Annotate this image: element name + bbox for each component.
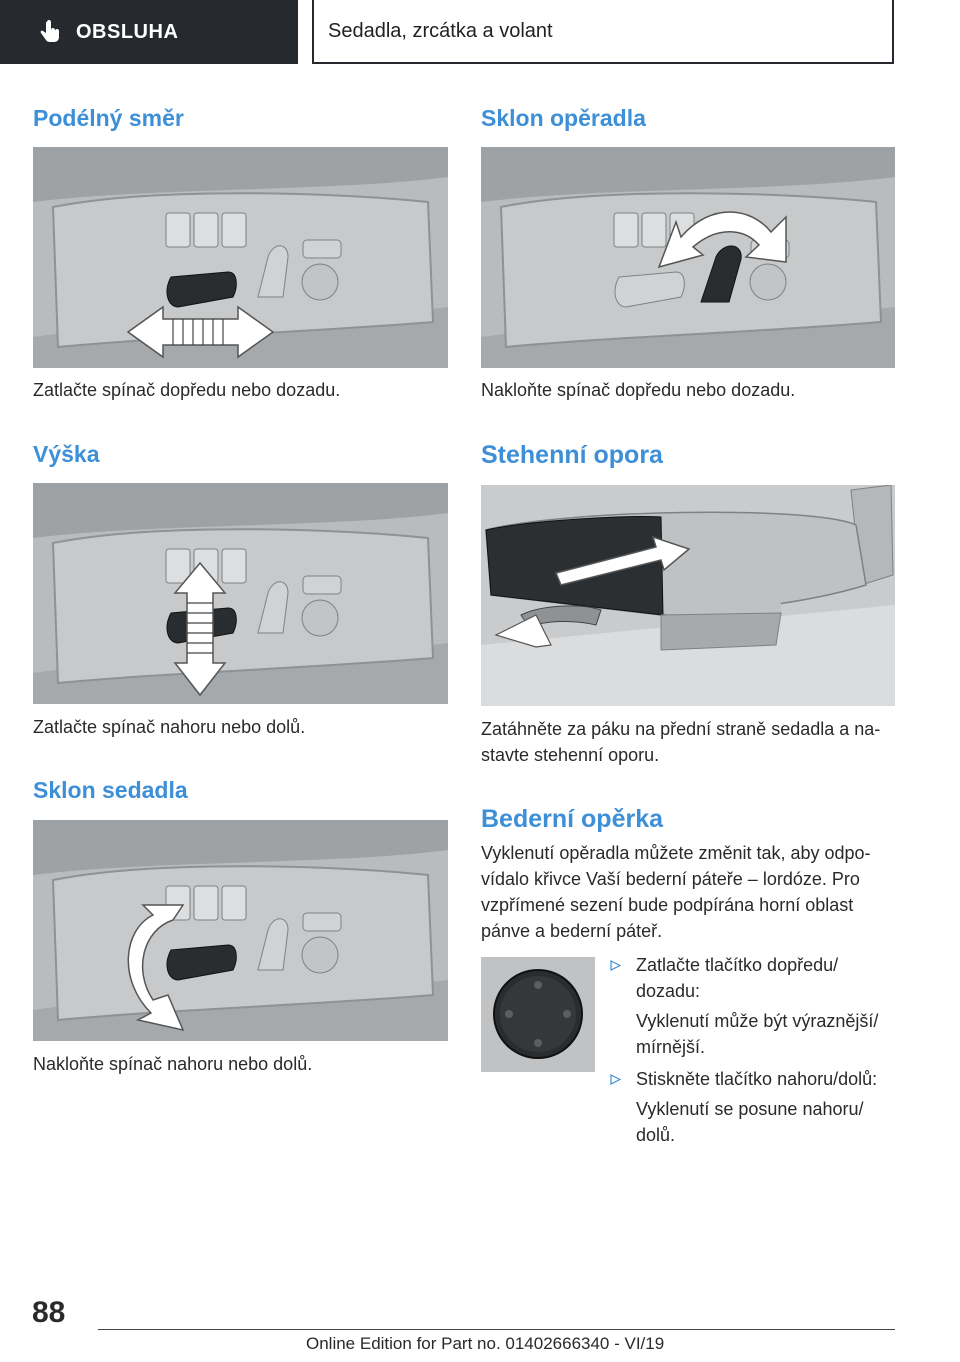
header-tab[interactable]: OBSLUHA (0, 0, 298, 64)
caption-stehenni-opora: Zatáhněte za páku na přední straně sedad… (481, 716, 880, 768)
triangle-bullet-icon (610, 960, 621, 971)
list-item: Zatlačte tlačítko dopředu/ dozadu: Vykle… (610, 952, 895, 1060)
bullet-text: Stiskněte tlačítko nahoru/dolů: (636, 1069, 878, 1089)
lumbar-bullets: Zatlačte tlačítko dopředu/ dozadu: Vykle… (610, 952, 895, 1154)
heading-podelny-smer: Podélný směr (33, 105, 184, 131)
figure-thigh-support (481, 485, 895, 706)
figure-backrest-tilt (481, 147, 895, 368)
caption-line: Zatáhněte za páku na přední straně sedad… (481, 719, 881, 739)
section-title-text: Sedadla, zrcátka a volant (328, 19, 553, 42)
heading-stehenni-opora: Stehenní opora (481, 441, 663, 469)
caption-sklon-sedadla: Nakloňte spínač nahoru nebo dolů. (33, 1054, 313, 1074)
caption-line: stavte stehenní oporu. (481, 745, 660, 765)
figure-seat-height (33, 483, 448, 704)
figure-lumbar-button (481, 957, 595, 1072)
hand-pointer-icon (40, 20, 59, 42)
bullet-subtext: Vyklenutí může být výraznější/ mírnější. (636, 1011, 879, 1057)
heading-bederni-operka: Bederní opěrka (481, 805, 664, 833)
triangle-bullet-icon (610, 1074, 621, 1085)
heading-sklon-sedadla: Sklon sedadla (33, 777, 188, 803)
footer-divider (98, 1329, 895, 1330)
page-number: 88 (32, 1296, 66, 1329)
footer-edition: Online Edition for Part no. 01402666340 … (306, 1334, 665, 1353)
tab-label: OBSLUHA (76, 20, 179, 43)
figure-seat-tilt (33, 820, 448, 1041)
caption-sklon-operadla: Nakloňte spínač dopředu nebo dozadu. (481, 380, 796, 400)
caption-podelny-smer: Zatlačte spínač dopředu nebo dozadu. (33, 380, 341, 400)
bullet-subtext: Vyklenutí se posune nahoru/ dolů. (636, 1099, 864, 1145)
heading-sklon-operadla: Sklon opěradla (481, 105, 646, 131)
heading-vyska: Výška (33, 441, 100, 467)
lumbar-paragraph: Vyklenutí opěradla můžete změnit tak, ab… (481, 843, 871, 941)
figure-seat-longitudinal (33, 147, 448, 368)
bullet-text: Zatlačte tlačítko dopředu/ dozadu: (636, 955, 839, 1001)
caption-vyska: Zatlačte spínač nahoru nebo dolů. (33, 717, 306, 737)
section-title: Sedadla, zrcátka a volant (312, 0, 894, 64)
list-item: Stiskněte tlačítko nahoru/dolů: Vyklenut… (610, 1066, 895, 1148)
